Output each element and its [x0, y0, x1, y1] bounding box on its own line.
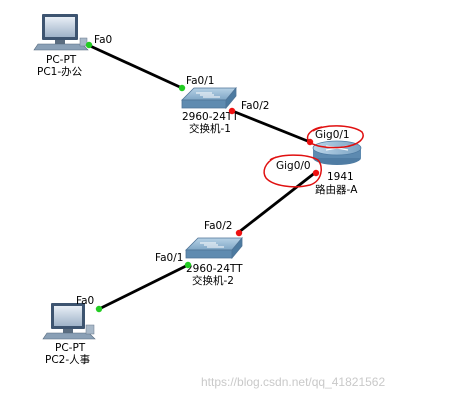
switch1-device[interactable]: 2960-24TT 交换机-1: [181, 86, 239, 135]
pc2-model-label: PC-PT: [55, 342, 86, 354]
annotation-circle-gig01: [306, 125, 364, 149]
switch2-model-label: 2960-24TT: [186, 263, 243, 275]
pc1-device[interactable]: PC-PT PC1-办公: [33, 14, 89, 78]
pc1-name-label: PC1-办公: [37, 65, 83, 78]
if-label-pc1-fa0: Fa0: [94, 34, 112, 46]
port-status-sw1-fa01: [178, 84, 186, 92]
switch2-name-label: 交换机-2: [192, 274, 234, 287]
link-router-switch2[interactable]: [238, 170, 317, 234]
pc-icon: [33, 14, 89, 51]
port-status-pc2-fa0: [95, 305, 103, 313]
port-status-sw1-fa02: [228, 107, 236, 115]
port-status-sw2-fa02: [235, 229, 243, 237]
if-label-pc2-fa0: Fa0: [76, 295, 94, 307]
pc2-name-label: PC2-人事: [45, 353, 91, 366]
pc1-model-label: PC-PT: [46, 54, 77, 66]
router-name-label: 路由器-A: [315, 183, 358, 196]
switch-icon: [181, 86, 237, 110]
annotation-circle-gig00: [263, 154, 323, 188]
port-status-sw2-fa01: [184, 261, 192, 269]
link-switch1-router[interactable]: [229, 108, 311, 144]
port-status-router-gig00: [312, 169, 320, 177]
pc-icon: [42, 303, 96, 340]
link-pc1-switch1[interactable]: [87, 43, 183, 90]
link-switch2-pc2[interactable]: [98, 263, 189, 311]
if-label-router-gig00: Gig0/0: [276, 160, 311, 172]
switch1-model-label: 2960-24TT: [182, 111, 239, 123]
if-label-sw2-fa02: Fa0/2: [204, 220, 232, 232]
if-label-sw1-fa02: Fa0/2: [241, 100, 269, 112]
router-device[interactable]: 1941 路由器-A: [312, 140, 362, 196]
router-model-label: 1941: [327, 171, 354, 183]
port-status-pc1-fa0: [85, 41, 93, 49]
watermark-text: https://blog.csdn.net/qq_41821562: [201, 375, 385, 389]
router-icon: [312, 140, 362, 165]
switch-icon: [185, 236, 243, 260]
if-label-router-gig01: Gig0/1: [315, 129, 350, 141]
if-label-sw1-fa01: Fa0/1: [186, 75, 214, 87]
switch1-name-label: 交换机-1: [189, 122, 231, 135]
if-label-sw2-fa01: Fa0/1: [155, 252, 183, 264]
switch2-device[interactable]: 2960-24TT 交换机-2: [185, 236, 243, 287]
pc2-device[interactable]: PC-PT PC2-人事: [42, 303, 96, 366]
